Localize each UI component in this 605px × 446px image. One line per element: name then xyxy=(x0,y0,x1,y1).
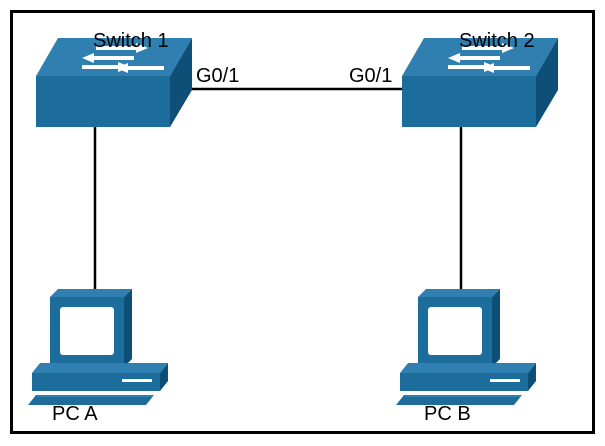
computer-icon xyxy=(396,289,536,405)
diagram-frame xyxy=(10,10,595,434)
pc-b-label: PC B xyxy=(424,403,471,425)
switch-1-port-label: G0/1 xyxy=(196,65,239,87)
switch-1[interactable]: Switch 1 xyxy=(36,30,192,127)
switch-2[interactable]: Switch 2 xyxy=(402,30,558,127)
switch-1-label: Switch 1 xyxy=(93,30,169,52)
pc-b[interactable]: PC B xyxy=(396,289,536,425)
pc-a[interactable]: PC A xyxy=(28,289,168,425)
switch-2-port-label: G0/1 xyxy=(349,65,392,87)
pc-a-label: PC A xyxy=(52,403,98,425)
computer-icon xyxy=(28,289,168,405)
switch-2-label: Switch 2 xyxy=(459,30,535,52)
